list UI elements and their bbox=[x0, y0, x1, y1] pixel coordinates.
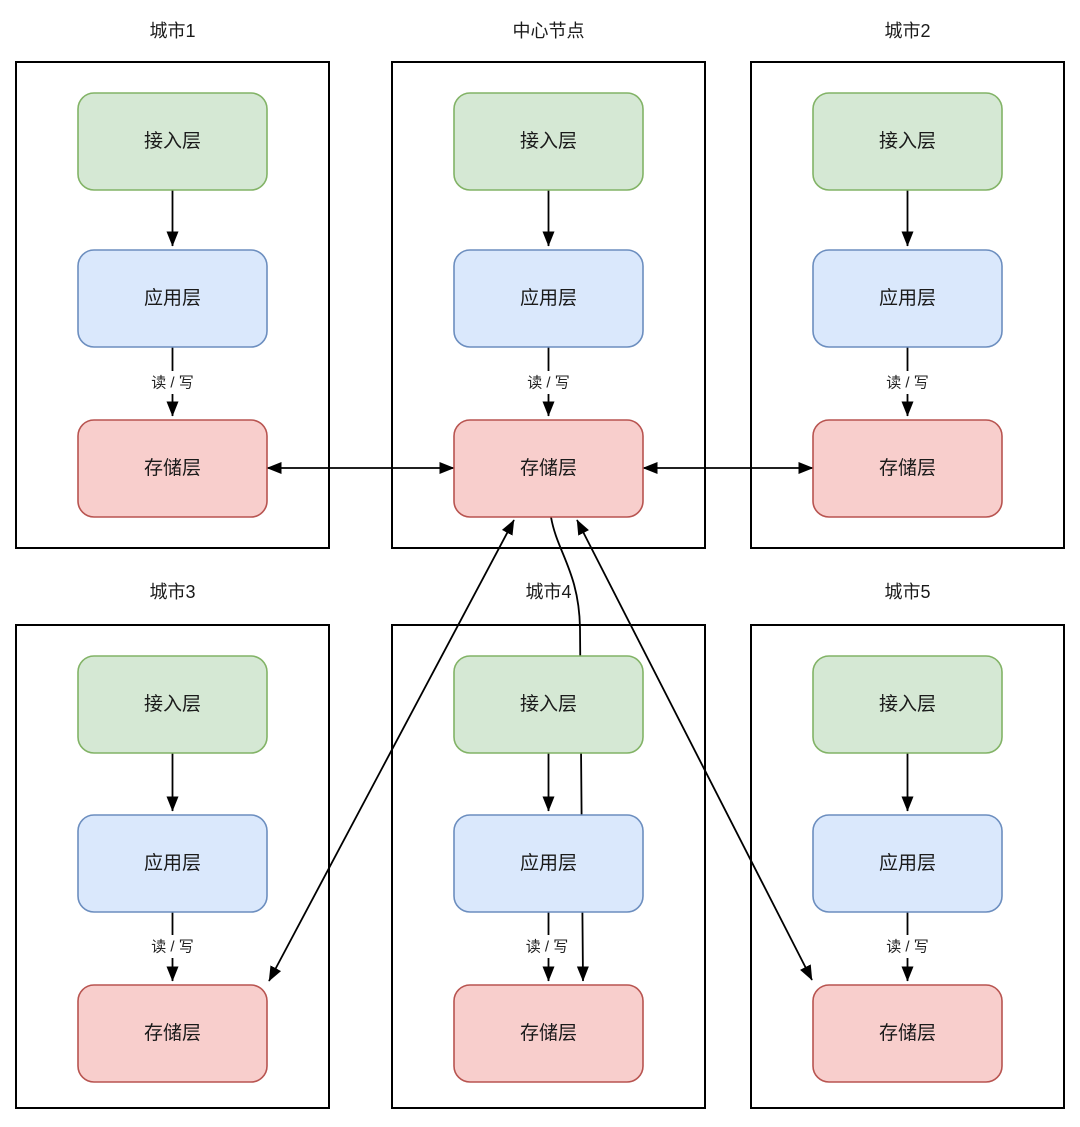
app-layer-label-city2: 应用层 bbox=[879, 287, 936, 309]
app-layer-label-city3: 应用层 bbox=[144, 852, 201, 874]
container-city1-title: 城市1 bbox=[149, 21, 195, 41]
app-layer-label-center: 应用层 bbox=[520, 287, 577, 309]
app-layer-label-city4: 应用层 bbox=[520, 852, 577, 874]
container-city4-content: 接入层 应用层 存储层 读 / 写 bbox=[453, 655, 644, 1083]
app-layer-box-center bbox=[453, 249, 644, 348]
access-layer-label-city4: 接入层 bbox=[520, 693, 577, 715]
app-layer-box-city5 bbox=[812, 814, 1003, 913]
app-layer-box-city3 bbox=[77, 814, 268, 913]
access-layer-box-city3 bbox=[77, 655, 268, 754]
storage-layer-label-city1: 存储层 bbox=[144, 457, 201, 479]
app-layer-label-city5: 应用层 bbox=[879, 852, 936, 874]
container-city3-content: 接入层 应用层 存储层 读 / 写 bbox=[77, 655, 268, 1083]
access-layer-box-city1 bbox=[77, 92, 268, 191]
edge-sync-center-city3 bbox=[268, 519, 515, 982]
container-city2-content: 接入层 应用层 存储层 读 / 写 bbox=[812, 92, 1003, 518]
storage-layer-box-city3 bbox=[77, 984, 268, 1083]
access-layer-box-city2 bbox=[812, 92, 1003, 191]
access-layer-box-center bbox=[453, 92, 644, 191]
container-city5-content: 接入层 应用层 存储层 读 / 写 bbox=[812, 655, 1003, 1083]
rw-edge-label-city5: 读 / 写 bbox=[886, 939, 929, 956]
edge-sync-center-city5 bbox=[576, 519, 813, 981]
storage-layer-label-city2: 存储层 bbox=[879, 457, 936, 479]
rw-edge-label-city1: 读 / 写 bbox=[151, 375, 194, 392]
rw-label-bg-city3 bbox=[140, 935, 205, 958]
storage-layer-label-center: 存储层 bbox=[520, 457, 577, 479]
access-layer-label-center: 接入层 bbox=[520, 130, 577, 152]
rw-label-bg-city4 bbox=[516, 935, 579, 958]
access-layer-box-city5 bbox=[812, 655, 1003, 754]
edge-replicate-center-city4 bbox=[550, 516, 589, 982]
storage-layer-label-city5: 存储层 bbox=[879, 1022, 936, 1044]
container-center-node-content: 接入层 应用层 存储层 读 / 写 bbox=[453, 92, 644, 518]
access-layer-label-city5: 接入层 bbox=[879, 693, 936, 715]
rw-label-bg-city2 bbox=[875, 371, 940, 394]
container-city5-title: 城市5 bbox=[884, 582, 930, 602]
access-layer-box-city4 bbox=[453, 655, 644, 754]
app-layer-label-city1: 应用层 bbox=[144, 287, 201, 309]
access-layer-label-city3: 接入层 bbox=[144, 693, 201, 715]
container-city2-title: 城市2 bbox=[884, 21, 930, 41]
rw-label-bg-city1 bbox=[140, 371, 205, 394]
container-city1-content: 接入层 应用层 存储层 读 / 写 bbox=[77, 92, 268, 518]
storage-layer-box-city2 bbox=[812, 419, 1003, 518]
rw-label-bg-center bbox=[516, 371, 581, 394]
rw-edge-label-city3: 读 / 写 bbox=[151, 939, 194, 956]
app-layer-box-city4 bbox=[453, 814, 644, 913]
storage-layer-label-city3: 存储层 bbox=[144, 1022, 201, 1044]
container-city4-title: 城市4 bbox=[525, 582, 571, 602]
rw-label-bg-city5 bbox=[875, 935, 940, 958]
cross-edges bbox=[266, 462, 814, 982]
storage-layer-label-city4: 存储层 bbox=[520, 1022, 577, 1044]
container-city3-title: 城市3 bbox=[149, 582, 195, 602]
storage-layer-box-center bbox=[453, 419, 644, 518]
storage-layer-box-city1 bbox=[77, 419, 268, 518]
rw-edge-label-city4: 读 / 写 bbox=[526, 939, 569, 956]
app-layer-box-city1 bbox=[77, 249, 268, 348]
rw-edge-label-center: 读 / 写 bbox=[527, 375, 570, 392]
rw-edge-label-city2: 读 / 写 bbox=[886, 375, 929, 392]
storage-layer-box-city5 bbox=[812, 984, 1003, 1083]
container-center-node-title: 中心节点 bbox=[513, 21, 585, 41]
app-layer-box-city2 bbox=[812, 249, 1003, 348]
storage-layer-box-city4 bbox=[453, 984, 644, 1083]
access-layer-label-city2: 接入层 bbox=[879, 130, 936, 152]
access-layer-label-city1: 接入层 bbox=[144, 130, 201, 152]
